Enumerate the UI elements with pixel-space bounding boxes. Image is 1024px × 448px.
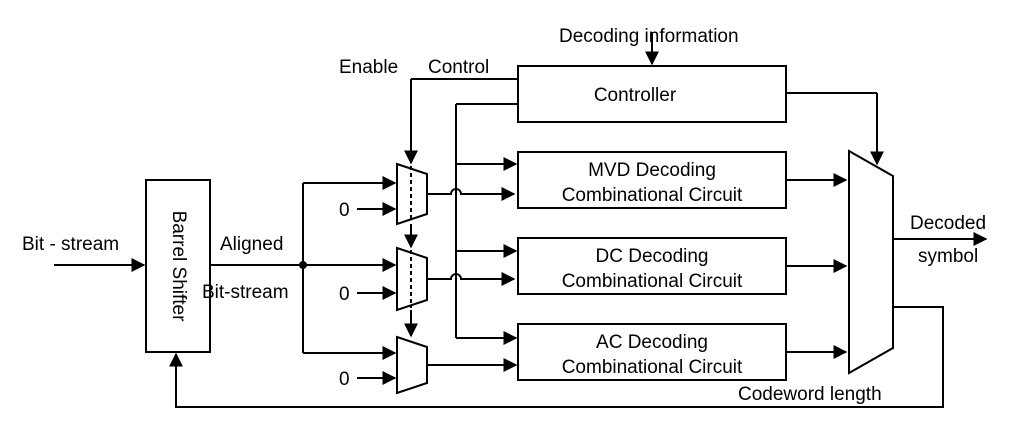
control-label: Control	[428, 57, 489, 78]
dc-block-subtitle: Combinational Circuit	[562, 271, 743, 292]
ac-block-subtitle: Combinational Circuit	[562, 357, 743, 378]
aligned-bitstream-label: Bit-stream	[202, 282, 289, 303]
aligned-label: Aligned	[220, 234, 283, 255]
mvd-decoding-block	[517, 151, 787, 209]
ac-decoding-block	[517, 323, 787, 381]
zero-input-3-label: 0	[339, 369, 350, 390]
mux2-output-arrow	[427, 272, 516, 286]
zero-input-2-label: 0	[339, 284, 350, 305]
enable-label: Enable	[339, 57, 398, 78]
dc-block-title: DC Decoding	[596, 246, 709, 267]
zero-input-1-label: 0	[339, 200, 350, 221]
codeword-length-label: Codeword length	[738, 384, 882, 405]
output-mux	[848, 149, 894, 375]
barrel-shifter-label: Barrel Shifter	[168, 211, 189, 323]
symbol-label: symbol	[918, 246, 978, 267]
mux-3	[396, 335, 428, 395]
ac-block-title: AC Decoding	[596, 332, 708, 353]
mvd-block-title: MVD Decoding	[588, 160, 716, 181]
controller-label: Controller	[594, 85, 677, 106]
mvd-block-subtitle: Combinational Circuit	[562, 185, 743, 206]
decoded-label: Decoded	[910, 213, 986, 234]
codeword-length-feedback	[169, 306, 944, 408]
mux1-output-arrow	[427, 187, 516, 201]
bit-stream-input-label: Bit - stream	[22, 234, 119, 255]
decoding-information-label: Decoding information	[559, 26, 739, 47]
